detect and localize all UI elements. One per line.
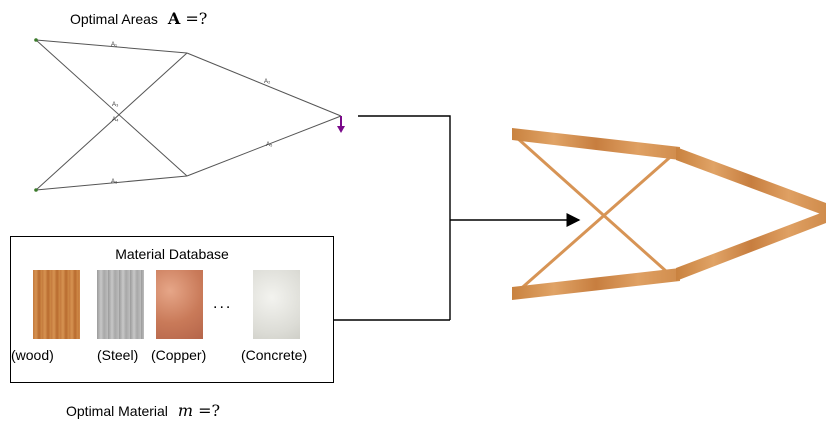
- material-database-box: Material Database ... (wood) (Steel) (Co…: [10, 236, 334, 383]
- steel-label: (Steel): [97, 347, 139, 363]
- opt-member-top-right: [676, 147, 826, 216]
- copper-swatch: [156, 270, 203, 339]
- truss-member-5: [35, 175, 188, 191]
- optimal-material-caption: Optimal Material m =?: [66, 401, 220, 420]
- material-symbol: m: [177, 401, 193, 420]
- truss-label-a2: A₂: [264, 79, 271, 85]
- opt-member-bottom-right: [676, 211, 826, 281]
- truss-label-a5: A₅: [266, 142, 273, 148]
- truss-label-a3: A₃: [112, 102, 119, 108]
- truss-member-2: [186, 52, 342, 117]
- optimized-truss: [512, 128, 826, 300]
- opt-member-bottom-left: [512, 268, 680, 300]
- optimal-areas-caption: Optimal Areas A =?: [70, 9, 207, 28]
- support-node-top: [34, 38, 38, 42]
- concrete-swatch: [253, 270, 300, 339]
- optimal-areas-math: A =?: [168, 9, 208, 28]
- wood-label: (wood): [11, 347, 54, 363]
- connector-from-truss: [358, 115, 451, 320]
- truss-member-1: [35, 39, 188, 54]
- material-equals: =?: [192, 401, 221, 420]
- truss-member-6: [186, 115, 342, 177]
- concrete-label: (Concrete): [241, 347, 308, 363]
- copper-label: (Copper): [151, 347, 207, 363]
- truss-member-4: [35, 52, 188, 191]
- areas-equals: =?: [180, 9, 208, 28]
- truss-label-a1: A₁: [111, 42, 117, 48]
- truss-label-a6: A₆: [111, 179, 118, 185]
- more-materials-ellipsis: ...: [213, 295, 233, 312]
- optimal-material-math: m =?: [178, 401, 220, 420]
- load-arrow-icon: [337, 116, 345, 133]
- opt-member-diag-2: [515, 150, 677, 295]
- truss-label-a4: A₄: [112, 117, 119, 123]
- areas-symbol: A: [167, 9, 181, 28]
- wood-swatch: [33, 270, 80, 339]
- connector-lines: [334, 115, 581, 321]
- optimal-material-text: Optimal Material: [66, 403, 168, 419]
- material-database-title: Material Database: [115, 246, 229, 262]
- steel-swatch: [97, 270, 144, 339]
- truss-member-3: [35, 39, 188, 177]
- support-node-bottom: [34, 188, 38, 192]
- optimal-areas-text: Optimal Areas: [70, 11, 158, 27]
- initial-truss: [35, 39, 342, 191]
- opt-member-diag-1: [515, 135, 677, 282]
- opt-member-top-left: [512, 128, 680, 160]
